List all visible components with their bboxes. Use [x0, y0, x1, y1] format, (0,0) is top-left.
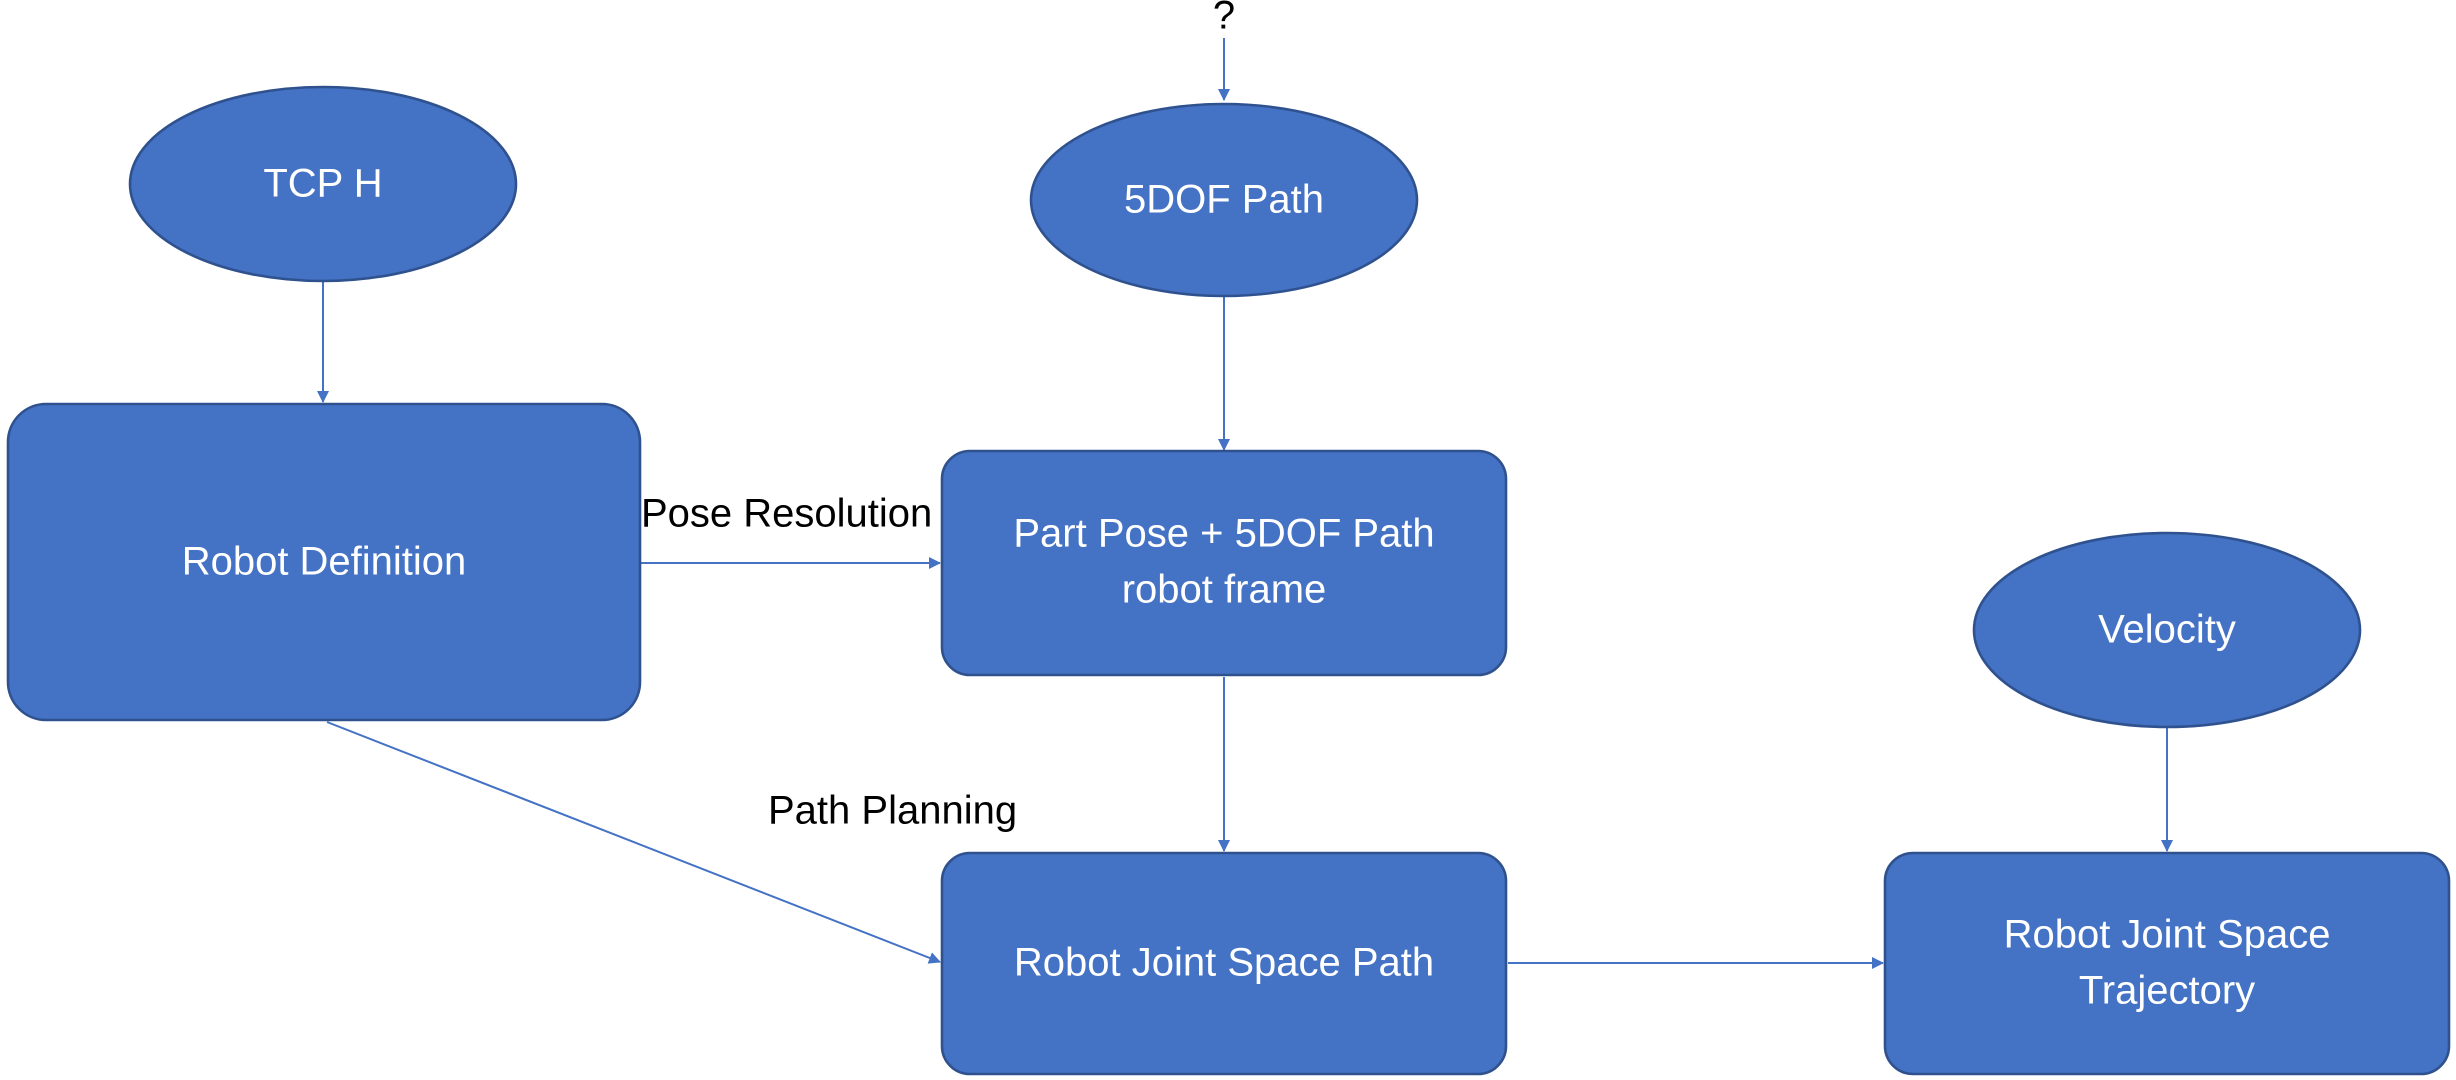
tcp-h-label: TCP H — [263, 162, 382, 206]
part-pose-label-line1: Part Pose + 5DOF Path — [1013, 512, 1434, 556]
path-planning-label: Path Planning — [768, 789, 1017, 833]
trajectory-label-line1: Robot Joint Space — [2004, 913, 2331, 957]
joint-space-path-label: Robot Joint Space Path — [1014, 941, 1434, 985]
pose-resolution-label: Pose Resolution — [641, 492, 932, 536]
robot-definition-label: Robot Definition — [182, 540, 467, 584]
trajectory-label-line2: Trajectory — [2079, 969, 2255, 1013]
joint-space-path-node: Robot Joint Space Path — [940, 851, 1508, 1076]
five-dof-path-node: 5DOF Path — [1029, 102, 1419, 298]
five-dof-path-label: 5DOF Path — [1124, 178, 1324, 222]
velocity-node: Velocity — [1972, 531, 2362, 729]
unknown-input-label: ? — [1213, 0, 1235, 38]
part-pose-label-line2: robot frame — [1122, 568, 1327, 612]
velocity-label: Velocity — [2098, 608, 2236, 652]
tcp-h-node: TCP H — [128, 85, 518, 283]
part-pose-node: Part Pose + 5DOF Path robot frame — [940, 449, 1508, 677]
trajectory-node: Robot Joint Space Trajectory — [1883, 851, 2451, 1076]
edge-robot-definition-to-joint-space-path — [326, 721, 941, 964]
robot-definition-node: Robot Definition — [6, 402, 642, 722]
